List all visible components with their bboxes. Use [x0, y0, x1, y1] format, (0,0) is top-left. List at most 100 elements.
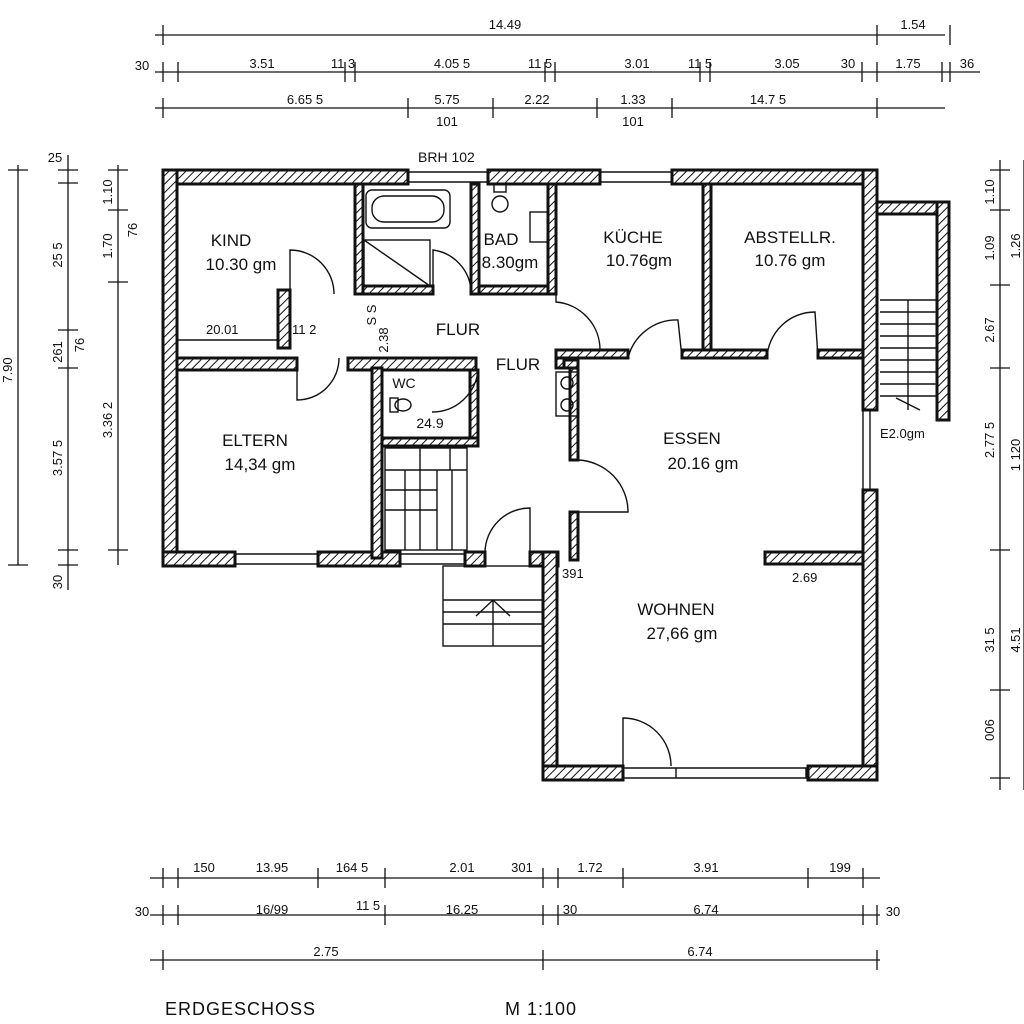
room-kind-name: KIND	[211, 231, 252, 250]
dim-right-5: 1 120	[1008, 439, 1023, 472]
dim-left-0: 25	[48, 150, 62, 165]
dim-bottom-r1-1: 13.95	[256, 860, 289, 875]
room-labels: KIND 10.30 gm BAD 8.30gm KÜCHE 10.76gm A…	[206, 228, 836, 643]
stove-icon	[555, 371, 579, 417]
note-brh: BRH 102	[418, 149, 475, 165]
room-eltern-name: ELTERN	[222, 431, 288, 450]
dim-bottom-r2-1: 16/99	[256, 902, 289, 917]
stairs	[384, 299, 937, 647]
stair-interior	[384, 447, 468, 551]
dim-top-r2-6: 11 5	[688, 56, 712, 71]
dim-top-r2-10: 36	[960, 56, 974, 71]
stair-entrance	[442, 565, 544, 647]
dim-bottom-r2-4: 30	[563, 902, 577, 917]
note-391: 391	[562, 566, 584, 581]
dim-top-r3-2: 2.22	[524, 92, 549, 107]
dim-left-1: 25 5	[50, 242, 65, 267]
dim-left-10: 76	[72, 338, 87, 352]
room-kueche-area: 10.76gm	[606, 251, 672, 270]
note-stair-east: E2.0gm	[880, 426, 925, 441]
room-kind-area: 10.30 gm	[206, 255, 277, 274]
room-abstellr-area: 10.76 gm	[755, 251, 826, 270]
dim-left-2: 261	[50, 341, 65, 363]
fixtures	[363, 183, 579, 417]
dim-top-r3b-1: 101	[622, 114, 644, 129]
dim-right-1: 1.09	[982, 235, 997, 260]
room-wc-name: WC	[392, 375, 415, 391]
dim-bottom-r3-1: 6.74	[687, 944, 712, 959]
dim-right-0: 1.10	[982, 179, 997, 204]
wc-toilet-icon	[394, 398, 412, 412]
doors	[289, 249, 819, 767]
dim-top-r2-5: 3.01	[624, 56, 649, 71]
room-eltern-area: 14,34 gm	[225, 455, 296, 474]
dim-top-r3-3: 1.33	[620, 92, 645, 107]
dim-top-r3-0: 6.65 5	[287, 92, 323, 107]
dim-bottom-r2-6: 30	[886, 904, 900, 919]
dim-bottom-r1-2: 164 5	[336, 860, 369, 875]
room-bad-area: 8.30gm	[482, 253, 539, 272]
dim-bottom-r1-0: 150	[193, 860, 215, 875]
stair-east	[880, 299, 937, 411]
dim-right-3: 2.67	[982, 317, 997, 342]
room-essen-name: ESSEN	[663, 429, 721, 448]
annotations: BRH 102 E2.0gm 391 2.69 20.01 11 2 2.38 …	[206, 149, 925, 585]
shower-icon	[363, 239, 431, 287]
dim-top-r2-4: 11 5	[528, 56, 552, 71]
room-wohnen-area: 27,66 gm	[647, 624, 718, 643]
dim-top-r2-1: 3.51	[249, 56, 274, 71]
dim-right-4: 2.77 5	[982, 422, 997, 458]
room-kueche-name: KÜCHE	[603, 228, 663, 247]
dim-top-r3-1: 5.75	[434, 92, 459, 107]
windows	[235, 171, 808, 779]
right-dimensions: 1.10 1.09 1.26 2.67 2.77 5 1 120 31 5 4.…	[982, 160, 1024, 790]
note-238: 2.38	[376, 327, 391, 352]
dim-stair-width: 1.54	[900, 17, 925, 32]
dim-bottom-r2-0: 30	[135, 904, 149, 919]
dim-right-6: 31 5	[982, 627, 997, 652]
dim-left-4: 30	[50, 575, 65, 589]
dim-right-8: 006	[982, 719, 997, 741]
room-flur1-name: FLUR	[436, 320, 480, 339]
drawing-scale: M 1:100	[505, 999, 577, 1019]
dim-bottom-r2-3: 16.25	[446, 902, 479, 917]
toilet-icon	[491, 195, 509, 213]
dim-top-r2-3: 4.05 5	[434, 56, 470, 71]
dim-left-5: 7.90	[0, 357, 15, 382]
note-112: 11 2	[292, 322, 316, 337]
dim-bottom-r1-6: 3.91	[693, 860, 718, 875]
dim-right-2: 1.26	[1008, 233, 1023, 258]
dim-bottom-r1-5: 1.72	[577, 860, 602, 875]
dim-left-3: 3.57 5	[50, 440, 65, 476]
note-ss: S S	[364, 304, 379, 325]
bottom-dimensions: 150 13.95 164 5 2.01 301 1.72 3.91 199 3…	[135, 860, 900, 970]
room-abstellr-name: ABSTELLR.	[744, 228, 836, 247]
dim-bottom-r1-3: 2.01	[449, 860, 474, 875]
dim-left-7: 1.70	[100, 233, 115, 258]
dim-left-6: 1.10	[100, 179, 115, 204]
dim-bottom-r1-4: 301	[511, 860, 533, 875]
room-essen-area: 20.16 gm	[668, 454, 739, 473]
room-wc-area: 24.9	[416, 415, 443, 431]
dim-top-r3b-0: 101	[436, 114, 458, 129]
walls	[161, 168, 951, 782]
dim-top-r2-8: 30	[841, 56, 855, 71]
dim-top-r2-2: 11 3	[331, 56, 355, 71]
dim-top-r2-7: 3.05	[774, 56, 799, 71]
drawing-title: ERDGESCHOSS	[165, 999, 316, 1019]
dim-bottom-r1-7: 199	[829, 860, 851, 875]
room-bad-name: BAD	[484, 230, 519, 249]
dim-top-r2-0: 30	[135, 58, 149, 73]
note-269: 2.69	[792, 570, 817, 585]
dim-top-r2-9: 1.75	[895, 56, 920, 71]
dim-total-width: 14.49	[489, 17, 522, 32]
dim-left-9: 76	[125, 223, 140, 237]
room-wohnen-name: WOHNEN	[637, 600, 714, 619]
dim-bottom-r2-5: 6.74	[693, 902, 718, 917]
note-2001: 20.01	[206, 322, 239, 337]
dim-top-r3-4: 14.7 5	[750, 92, 786, 107]
top-dimensions: 14.49 1.54 30 3.51 11 3 4.05 5 11 5 3.01…	[135, 17, 980, 129]
dim-right-7: 4.51	[1008, 627, 1023, 652]
dim-bottom-r2-2: 11 5	[356, 898, 380, 913]
sink-icon	[529, 211, 549, 243]
